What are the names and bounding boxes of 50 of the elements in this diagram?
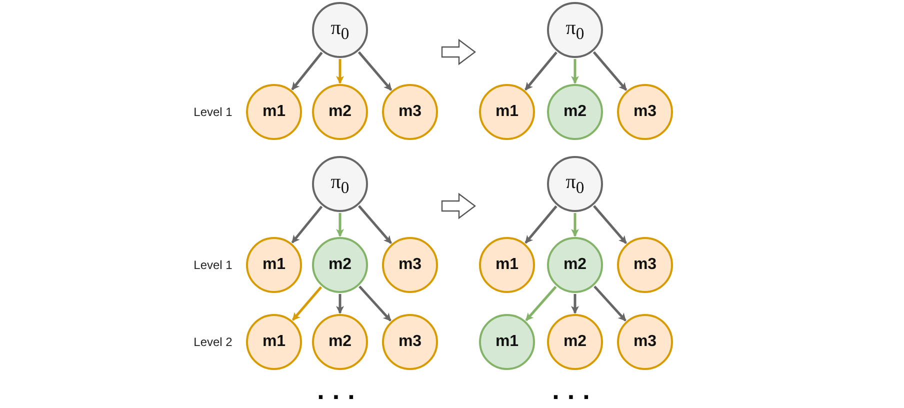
arrow (593, 205, 627, 244)
node-label: m3 (633, 103, 657, 121)
block-arrow (441, 192, 476, 220)
arrow (524, 205, 558, 244)
level-label: Level 1 (194, 258, 232, 272)
node-label: m1 (262, 103, 286, 121)
node-label: π$_{0}$ (330, 16, 350, 44)
arrow (571, 294, 579, 314)
ellipsis: ... (552, 377, 598, 403)
node-label: m1 (262, 333, 286, 351)
node-label: m3 (398, 256, 422, 274)
node-label: π$_{0}$ (566, 16, 584, 44)
node-label: m2 (328, 256, 352, 274)
arrow (571, 213, 579, 237)
node-label: m3 (633, 256, 657, 274)
node-label: m2 (328, 103, 352, 121)
arrow (336, 213, 344, 237)
arrow (524, 52, 558, 90)
node-label: m2 (328, 333, 352, 351)
node-label: m2 (563, 103, 587, 121)
arrow (358, 51, 392, 91)
node-label: m3 (633, 333, 657, 351)
node-label: π$_{0}$ (330, 170, 350, 198)
arrow (594, 286, 626, 322)
node-label: m2 (563, 333, 587, 351)
node-label: m1 (495, 333, 519, 351)
node-label: m3 (398, 333, 422, 351)
node-label: m1 (495, 256, 519, 274)
arrow (358, 286, 392, 322)
arrow (358, 205, 392, 244)
state-circle (547, 237, 603, 293)
state-circle (312, 237, 368, 293)
arrow (291, 206, 323, 244)
arrow (292, 286, 322, 321)
node-label: m1 (262, 256, 286, 274)
arrow (525, 286, 557, 322)
level-label: Level 2 (194, 335, 232, 349)
arrow (336, 59, 344, 84)
block-arrow (441, 38, 476, 66)
node-label: m3 (398, 103, 422, 121)
arrow (291, 52, 323, 90)
arrow (592, 51, 628, 91)
state-circle (547, 156, 603, 212)
level-label: Level 1 (194, 105, 232, 119)
node-label: m1 (495, 103, 519, 121)
node-label: m2 (563, 256, 587, 274)
ellipsis: ... (317, 377, 363, 403)
node-label: π$_{0}$ (566, 170, 584, 198)
arrow (336, 294, 344, 314)
arrow (571, 59, 579, 84)
